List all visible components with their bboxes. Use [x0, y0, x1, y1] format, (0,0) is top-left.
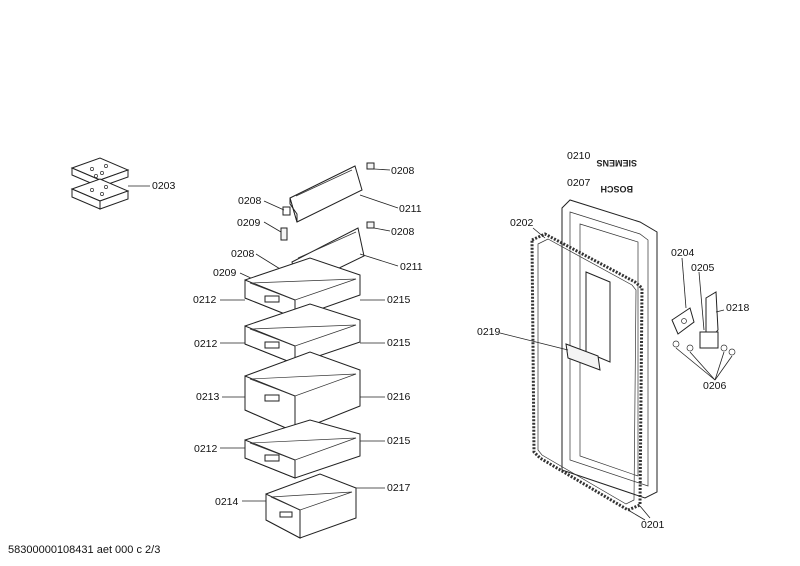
- ice-pack-parts: [70, 157, 150, 210]
- hinge-parts: [671, 257, 736, 381]
- label-0215: 0215: [387, 337, 411, 349]
- drawer-parts: [220, 257, 385, 539]
- label-0203: 0203: [152, 180, 176, 192]
- label-0208: 0208: [391, 226, 415, 238]
- label-0212: 0212: [194, 443, 218, 455]
- label-0209: 0209: [213, 267, 237, 279]
- label-0212: 0212: [194, 338, 218, 350]
- label-0211: 0211: [399, 203, 422, 215]
- label-0210: 0210: [567, 150, 591, 162]
- label-0207: 0207: [567, 177, 591, 189]
- label-0208: 0208: [231, 248, 255, 260]
- label-0205: 0205: [691, 262, 715, 274]
- part-labels: 0203 0208 0211 0208 0209 0208 0208 0211 …: [152, 150, 750, 531]
- label-0206: 0206: [703, 380, 727, 392]
- label-0202: 0202: [510, 217, 534, 229]
- label-0215: 0215: [387, 435, 411, 447]
- label-0215: 0215: [387, 294, 411, 306]
- label-0214: 0214: [215, 496, 239, 508]
- bosch-brand-mark: BOSCH: [600, 184, 633, 194]
- label-0204: 0204: [671, 247, 695, 259]
- label-0211: 0211: [400, 261, 423, 273]
- label-0208: 0208: [391, 165, 415, 177]
- label-0216: 0216: [387, 391, 411, 403]
- label-0217: 0217: [387, 482, 411, 494]
- label-0209: 0209: [237, 217, 261, 229]
- label-0208: 0208: [238, 195, 262, 207]
- label-0219: 0219: [477, 326, 501, 338]
- label-0212: 0212: [193, 294, 217, 306]
- siemens-brand-mark: SIEMENS: [596, 158, 637, 168]
- label-0201: 0201: [641, 519, 665, 531]
- door-parts: [499, 199, 658, 521]
- document-footer-code: 58300000108431 aet 000 c 2/3: [8, 544, 161, 556]
- label-0213: 0213: [196, 391, 220, 403]
- label-0218: 0218: [726, 302, 750, 314]
